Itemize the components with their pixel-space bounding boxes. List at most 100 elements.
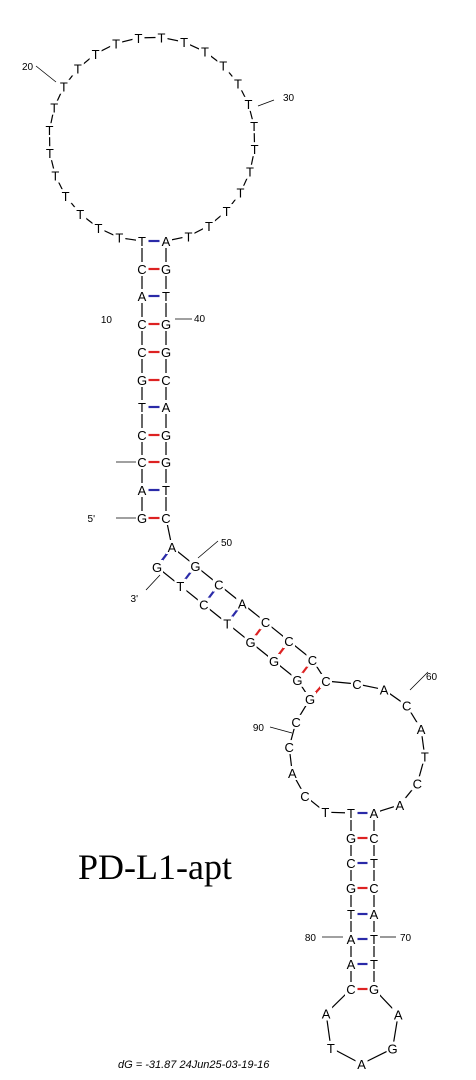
s3-left-8: C (346, 982, 355, 997)
loop2-left-2: C (300, 789, 309, 804)
s1-left-9: A (138, 289, 147, 304)
s3-right-4: C (369, 881, 378, 896)
s2-right-3-bg (212, 577, 225, 592)
s1-right-10: G (161, 262, 171, 277)
s3-right-1: A (370, 806, 379, 821)
loop1-base-3-bg (74, 206, 87, 221)
loop2-right-2-bg (378, 682, 391, 697)
s3-right-3-bg (368, 856, 380, 870)
loop2-left-3-bg (286, 765, 299, 780)
s1-left-10-bg (136, 262, 148, 276)
loop1-base-23-bg (234, 185, 247, 200)
loop2-right-7-bg (393, 797, 406, 812)
loop3-base-5-bg (320, 1006, 333, 1021)
s2-left-8-bg (304, 692, 316, 706)
s1-left-6-bg (136, 373, 148, 387)
s3-left-2: G (346, 831, 356, 846)
s2-left-7-bg (291, 672, 304, 687)
five-prime-label: 5' (88, 514, 96, 525)
s1-left-11: T (138, 234, 146, 249)
s2-right-5: C (261, 615, 270, 630)
loop2-right-5: T (421, 750, 429, 765)
s3-right-1-bg (368, 806, 380, 820)
loop1-base-17-bg (217, 58, 230, 73)
s1-right-11-bg (160, 234, 172, 248)
s1-left-6: G (137, 373, 147, 388)
loop1-base-4-bg (59, 189, 72, 204)
loop1-base-6-bg (43, 146, 56, 161)
s3-right-7-bg (368, 957, 380, 971)
position-60-label: 60 (426, 672, 438, 683)
loop1-base-16-bg (198, 44, 211, 59)
loop1-base-20-bg (248, 119, 261, 134)
loop1-base-1: T (115, 231, 123, 246)
loop2-left-2-bg (298, 788, 311, 803)
s1-left-2: A (138, 483, 147, 498)
s1-left-4: C (137, 428, 146, 443)
loop1-base-15-bg (178, 35, 191, 50)
s1-left-3-bg (136, 455, 148, 469)
loop1-base-3: T (76, 207, 84, 222)
s2-left-1-bg (151, 560, 163, 574)
s3-left-5: T (347, 907, 355, 922)
s2-right-2-bg (189, 558, 202, 573)
loop1-base-18: T (234, 76, 242, 91)
s2-right-1-bg (166, 540, 178, 554)
s3-right-8-bg (368, 982, 380, 996)
loop2-right-3-bg (400, 698, 413, 713)
s3-right-2: C (369, 831, 378, 846)
loop2-left-5: C (291, 715, 300, 730)
s2-left-8: G (305, 692, 315, 707)
loop1-base-19-bg (242, 96, 255, 111)
s2-left-6: G (269, 654, 279, 669)
s1-left-2-bg (136, 483, 148, 497)
loop1-base-5-bg (49, 168, 62, 183)
loop1-base-19: T (244, 97, 252, 112)
loop2-right-4-bg (415, 722, 428, 737)
s1-left-7: C (137, 345, 146, 360)
loop1-base-4: T (62, 189, 70, 204)
s1-left-1-bg (136, 511, 148, 525)
s3-left-5-bg (345, 907, 357, 921)
loop3-base-4: T (327, 1041, 335, 1056)
loop2-right-1: C (352, 677, 361, 692)
loop2-right-2: A (380, 683, 389, 698)
loop1-base-14-bg (155, 30, 168, 45)
s2-right-3: C (214, 578, 223, 593)
loop1-base-23: T (237, 186, 245, 201)
loop1-base-15: T (180, 35, 188, 50)
s2-left-5-bg (244, 635, 257, 650)
energy-footer: dG = -31.87 24Jun25-03-19-16 (118, 1059, 270, 1071)
loop1-base-9-bg (57, 79, 70, 94)
loop1-base-8: T (50, 101, 58, 116)
loop3-base-1: A (394, 1007, 403, 1022)
s1-right-10-bg (160, 262, 172, 276)
s2-left-2: T (176, 579, 184, 594)
s3-right-5: A (370, 907, 379, 922)
loop1-base-11-bg (89, 46, 102, 61)
loop1-base-12-bg (110, 36, 123, 51)
tick-line-3 (35, 65, 57, 83)
loop1-base-21: T (251, 142, 259, 157)
s3-right-3: T (370, 856, 378, 871)
s3-left-4-bg (345, 881, 357, 895)
s2-left-2-bg (174, 578, 187, 593)
loop2-left-4: C (284, 740, 293, 755)
s2-right-2: G (190, 559, 200, 574)
s3-right-4-bg (368, 881, 380, 895)
s1-left-8: C (137, 317, 146, 332)
loop1-base-24: T (223, 204, 231, 219)
s1-right-9-bg (160, 289, 172, 303)
s1-right-3: G (161, 455, 171, 470)
s3-right-7: T (370, 957, 378, 972)
position-ticks (35, 65, 429, 938)
s1-right-8-bg (160, 317, 172, 331)
s2-left-4: T (223, 616, 231, 631)
s1-left-9-bg (136, 289, 148, 303)
loop3-base-1-bg (392, 1007, 405, 1022)
s1-left-10: C (137, 262, 146, 277)
s1-right-8: G (161, 317, 171, 332)
s2-right-7: C (308, 653, 317, 668)
loop1-base-2-bg (92, 220, 105, 235)
